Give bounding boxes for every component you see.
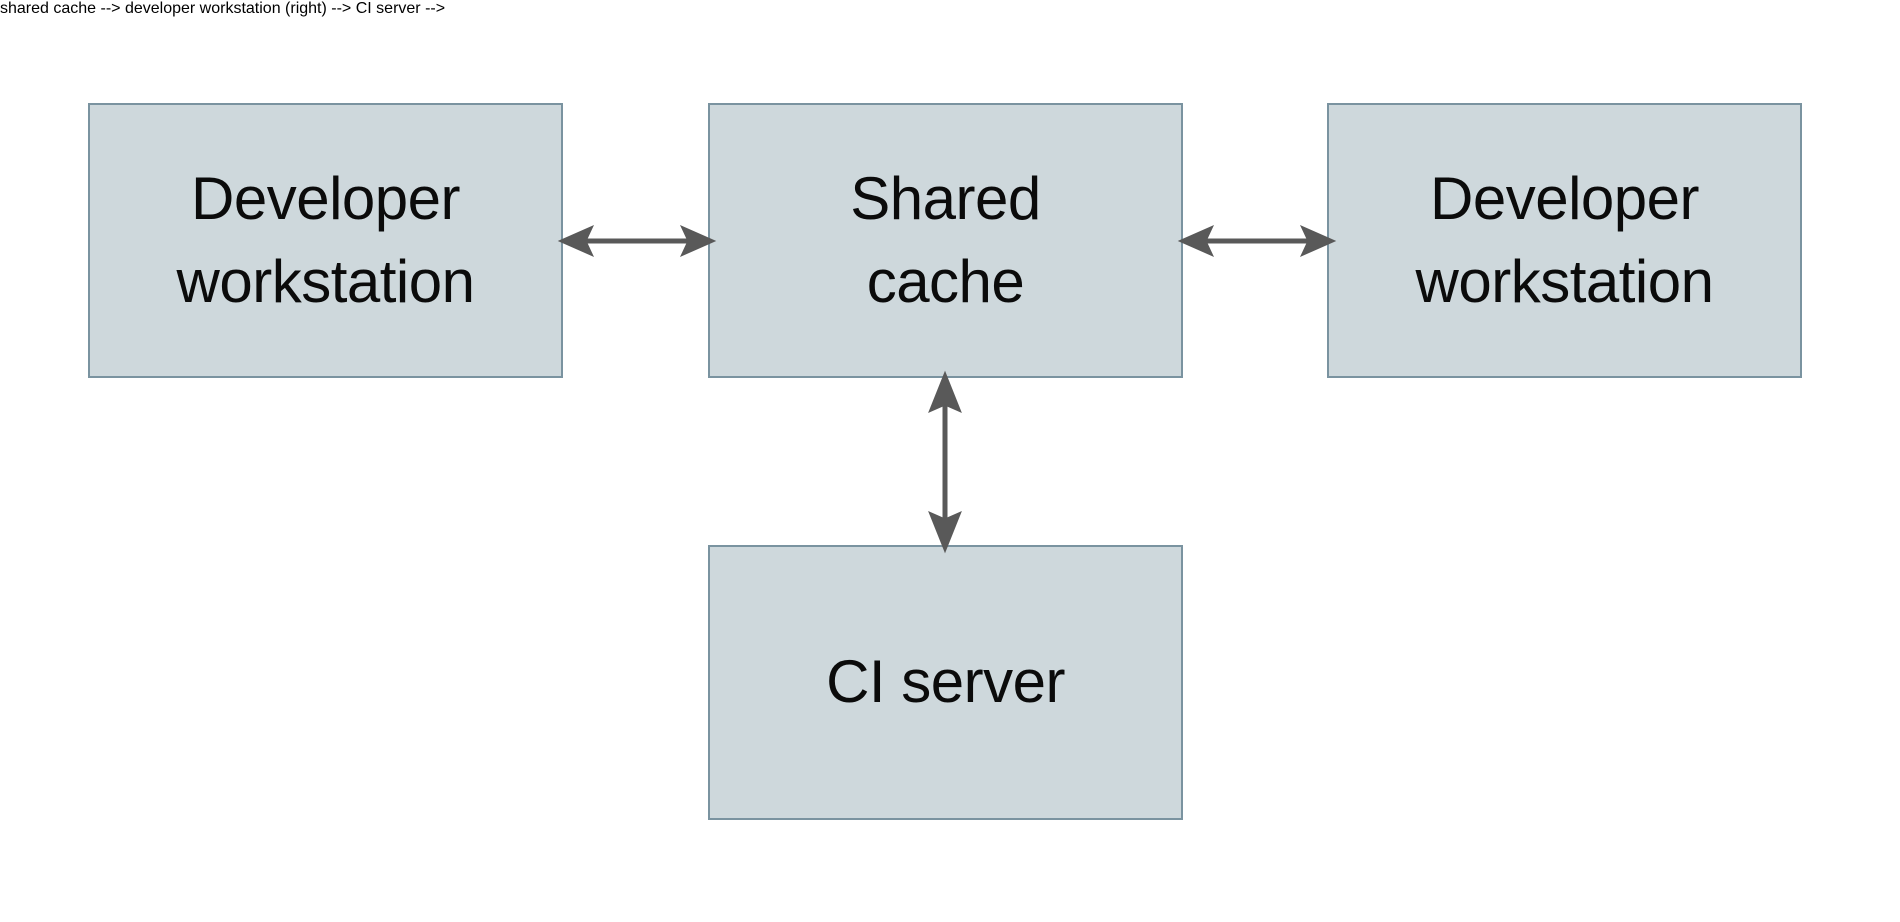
edge-shared-cache-to-ci-server-double-arrow[interactable] xyxy=(919,370,971,554)
edge-developer-left-to-shared-cache-double-arrow[interactable] xyxy=(557,215,717,267)
node-label: Shared cache xyxy=(850,165,1041,315)
arrowhead-right-icon xyxy=(679,225,717,257)
arrowhead-up-icon xyxy=(928,370,962,413)
node-label: Developer workstation xyxy=(1415,165,1714,315)
arrowhead-down-icon xyxy=(928,511,962,554)
node-shared-cache[interactable]: Shared cache xyxy=(708,103,1183,378)
node-developer-workstation-right[interactable]: Developer workstation xyxy=(1327,103,1802,378)
node-ci-server[interactable]: CI server xyxy=(708,545,1183,820)
arrowhead-left-icon xyxy=(557,225,595,257)
node-label: Developer workstation xyxy=(176,165,475,315)
arrowhead-right-icon xyxy=(1299,225,1337,257)
node-label: CI server xyxy=(826,648,1065,716)
arrowhead-left-icon xyxy=(1177,225,1215,257)
node-developer-workstation-left[interactable]: Developer workstation xyxy=(88,103,563,378)
edge-shared-cache-to-developer-right-double-arrow[interactable] xyxy=(1177,215,1337,267)
